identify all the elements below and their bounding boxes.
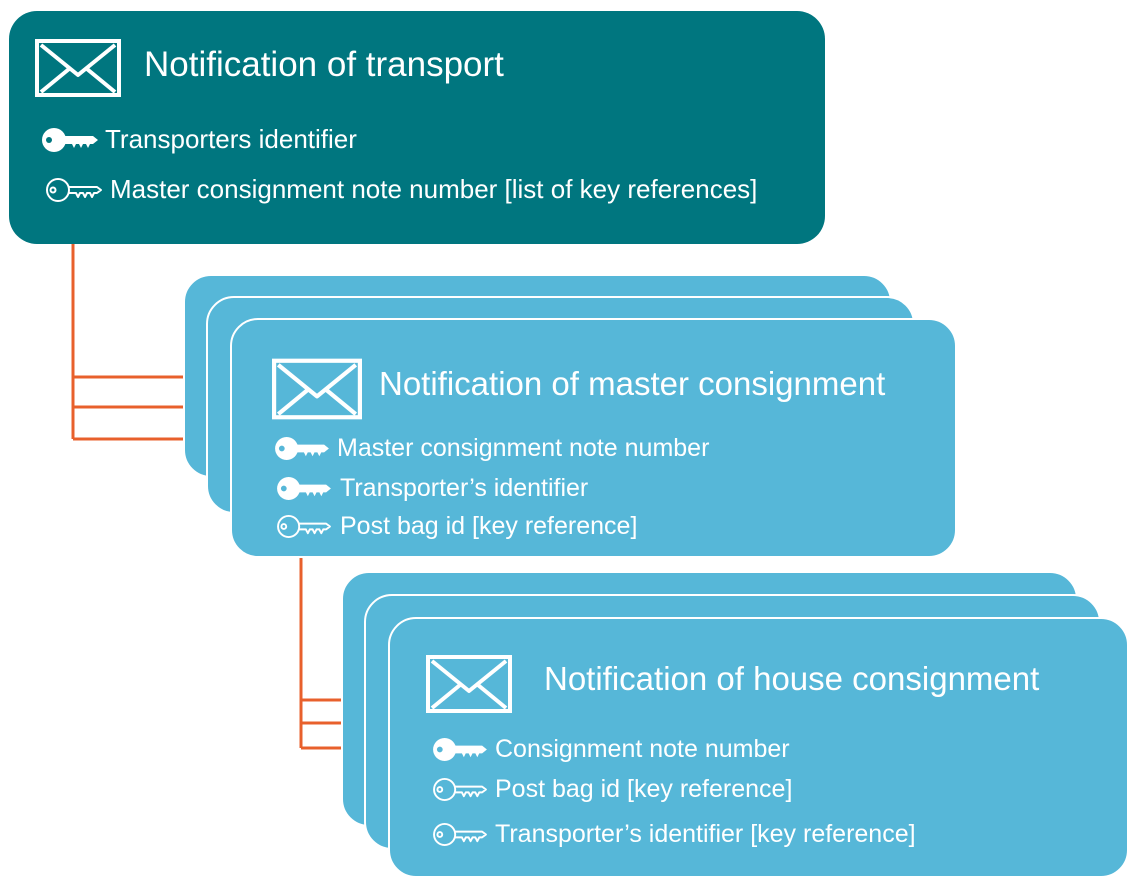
primary-key-icon [274, 436, 330, 461]
field-label: Master consignment note number [list of … [110, 174, 758, 204]
primary-key-icon [276, 476, 332, 501]
transport-field-0: Transporters identifier [41, 124, 357, 155]
foreign-key-icon [45, 177, 103, 203]
transport-field-1: Master consignment note number [list of … [45, 174, 757, 205]
master-consignment-box: Notification of master consignment Maste… [230, 318, 957, 558]
master-title: Notification of master consignment [379, 365, 886, 402]
house-field-2: Transporter’s identifier [key reference] [432, 820, 916, 849]
field-label: Transporters identifier [105, 124, 357, 154]
foreign-key-icon [432, 777, 488, 802]
transport-notification-box: Notification of transport Transporters i… [9, 11, 825, 244]
primary-key-icon [432, 737, 488, 762]
master-field-1: Transporter’s identifier [276, 474, 588, 503]
field-label: Post bag id [key reference] [340, 512, 638, 540]
envelope-icon [426, 652, 512, 716]
house-title: Notification of house consignment [544, 660, 1040, 697]
envelope-icon [35, 39, 121, 97]
envelope-icon [272, 358, 362, 420]
house-field-0: Consignment note number [432, 735, 790, 764]
master-field-0: Master consignment note number [274, 434, 709, 463]
house-consignment-box: Notification of house consignment Consig… [388, 617, 1129, 878]
foreign-key-icon [276, 514, 332, 539]
field-label: Consignment note number [495, 735, 790, 763]
transport-title: Notification of transport [144, 45, 504, 84]
field-label: Post bag id [key reference] [495, 775, 793, 803]
house-field-1: Post bag id [key reference] [432, 775, 792, 804]
field-label: Master consignment note number [337, 434, 710, 462]
primary-key-icon [41, 127, 99, 153]
field-label: Transporter’s identifier [340, 474, 589, 502]
master-field-2: Post bag id [key reference] [276, 512, 637, 541]
foreign-key-icon [432, 822, 488, 847]
field-label: Transporter’s identifier [key reference] [495, 820, 916, 848]
